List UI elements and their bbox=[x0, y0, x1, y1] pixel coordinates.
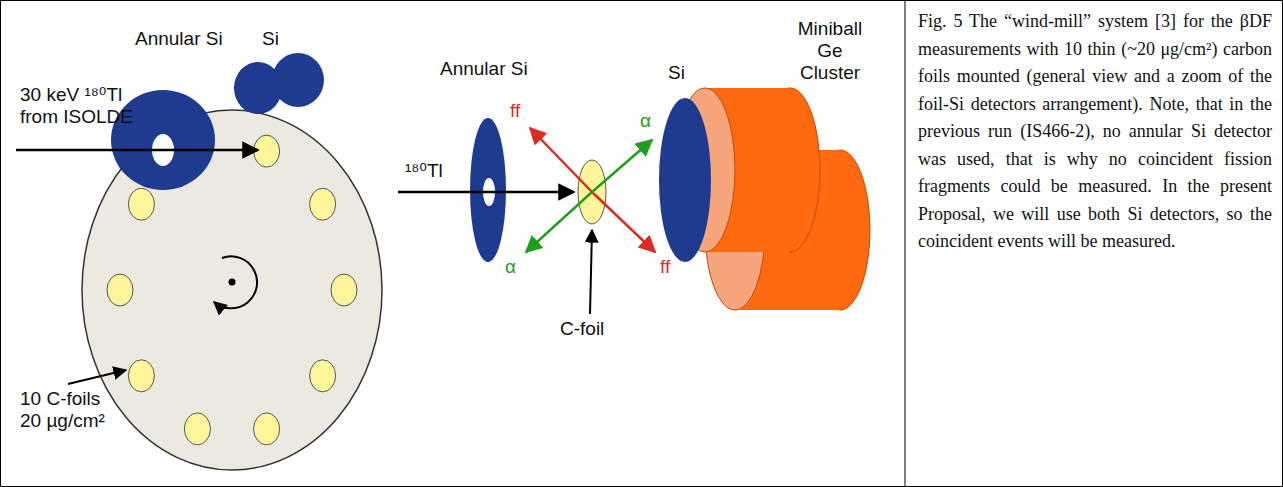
ff-label: ff bbox=[510, 100, 520, 122]
part-label: Miniball Ge Cluster bbox=[785, 18, 875, 84]
axis-dot bbox=[229, 279, 236, 286]
si-detector bbox=[659, 98, 711, 262]
alpha-arrow bbox=[526, 192, 592, 252]
annular-si-disk bbox=[111, 90, 215, 190]
figure-caption: Fig. 5 The “wind-mill” system [3] for th… bbox=[918, 8, 1272, 256]
c-foil bbox=[128, 360, 154, 392]
c-foil bbox=[310, 188, 336, 220]
alpha-arrow bbox=[592, 140, 652, 192]
c-foil bbox=[331, 274, 357, 306]
part-label: Annular Si bbox=[135, 28, 223, 50]
c-foil bbox=[128, 188, 154, 220]
alpha-label: α bbox=[505, 256, 516, 278]
beam-arrow bbox=[16, 149, 258, 152]
ff-label: ff bbox=[660, 256, 670, 278]
leader-line bbox=[590, 230, 592, 314]
beam-label: ¹⁸⁰Tl bbox=[405, 160, 443, 182]
ff-arrow bbox=[592, 192, 655, 252]
divider bbox=[905, 0, 906, 487]
ff-arrow bbox=[530, 128, 592, 192]
part-label: Si bbox=[262, 28, 279, 50]
beam-label: 30 keV ¹⁸⁰Tl from ISOLDE bbox=[20, 84, 150, 128]
annular-si-disk bbox=[470, 118, 506, 262]
c-foil bbox=[310, 360, 336, 392]
beam-arrow bbox=[398, 191, 574, 194]
c-foil bbox=[254, 413, 280, 445]
c-foil bbox=[184, 413, 210, 445]
alpha-label: α bbox=[640, 110, 651, 132]
part-label: Annular Si bbox=[440, 58, 528, 80]
rotation-arrow bbox=[214, 256, 257, 308]
part-label: C-foil bbox=[560, 318, 604, 340]
part-label: Si bbox=[668, 62, 685, 84]
si-detector bbox=[272, 53, 324, 107]
leader-line bbox=[68, 370, 126, 384]
part-label: 10 C-foils 20 µg/cm² bbox=[20, 388, 120, 432]
c-foil bbox=[107, 274, 133, 306]
